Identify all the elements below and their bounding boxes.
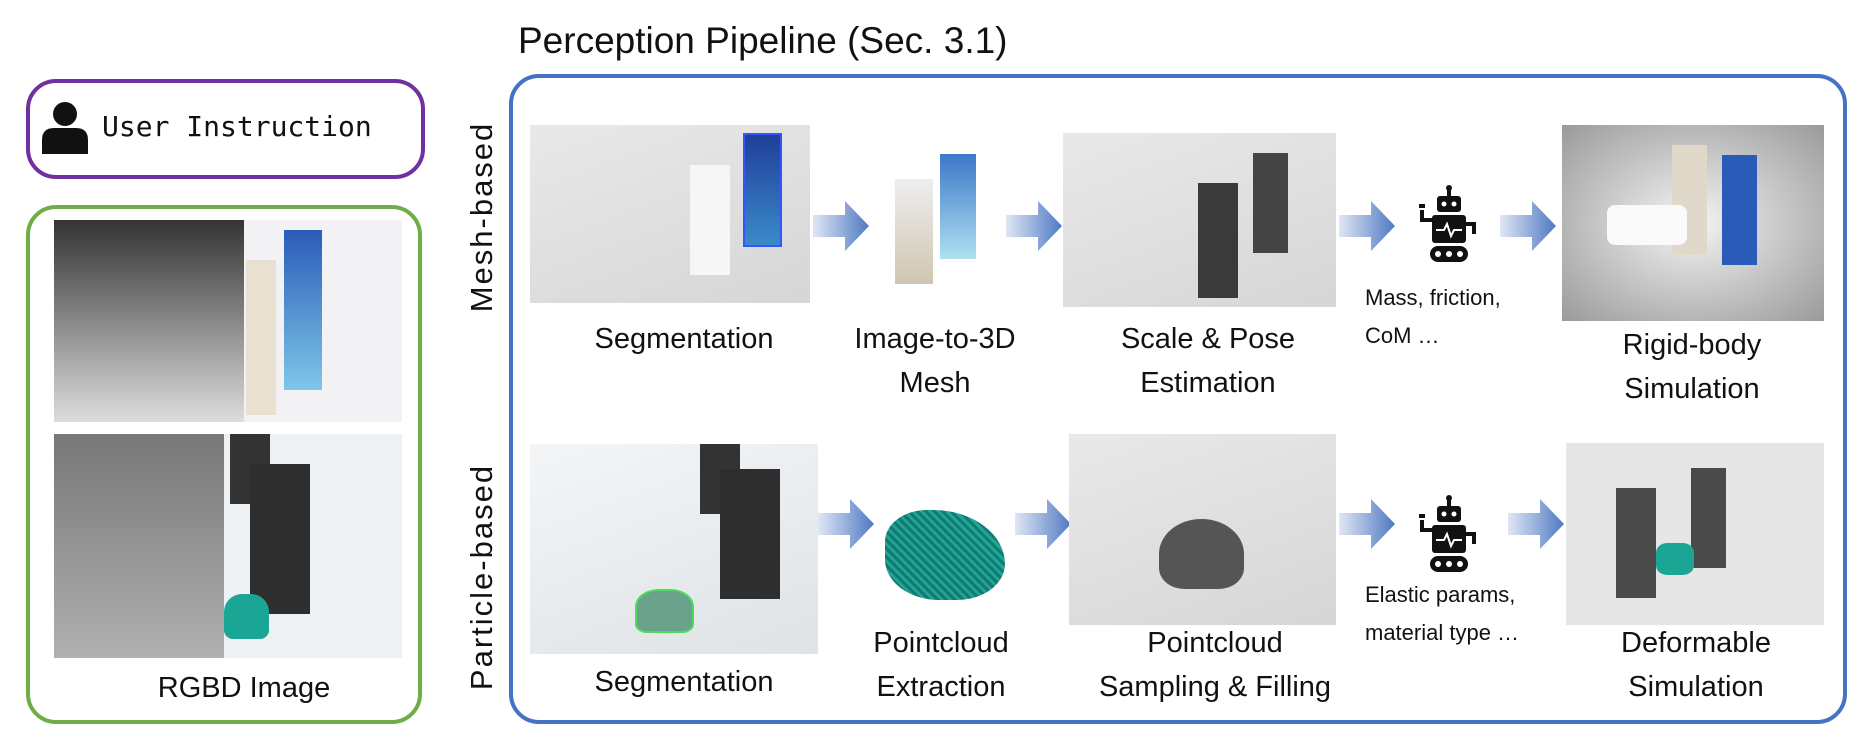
rgbd-label: RGBD Image [157,672,331,704]
carton-mesh [895,179,933,284]
carton [743,133,782,247]
user-instruction-box [26,79,425,179]
block [1616,488,1656,598]
block [250,464,310,614]
user-instruction-label: User Instruction [102,110,372,143]
particle-segmentation-label: Segmentation [594,666,774,698]
row-label-mesh: Mesh-based [464,121,499,313]
label-line: Mass, friction, [1365,285,1501,310]
pointcloud [885,510,1005,600]
mesh-image-to-3d [880,149,1000,292]
mesh-params-label: Mass, friction, CoM … [1365,279,1501,355]
label-line: Simulation [1628,671,1764,703]
pipeline-box [509,74,1847,724]
arrow-icon [813,201,869,251]
image-to-3d-label: Image-to-3D Mesh [854,317,1015,405]
carton [246,260,276,415]
label-line: CoM … [1365,323,1440,348]
label-line: Image-to-3D [854,323,1016,355]
carton [690,165,730,275]
rgbd-image-mesh [54,220,402,422]
arrow-icon [1508,499,1564,549]
rgbd-box [26,205,422,724]
label-line: Mesh [899,367,971,399]
arrow-icon [1500,201,1556,251]
mesh-segmentation-label: Segmentation [594,323,774,355]
block [720,469,780,599]
label-line: Estimation [1140,367,1276,399]
label-line: Deformable [1621,627,1771,659]
label-line: Rigid-body [1622,329,1762,361]
arrow-icon [1015,499,1071,549]
label-line: Simulation [1624,373,1760,405]
label-line: Elastic params, [1365,582,1516,607]
label-line: Extraction [876,671,1006,703]
carton-mesh [1253,153,1288,253]
pointcloud-extraction-image [880,500,1012,608]
mesh-segmentation-image [530,125,810,303]
label-line: Scale & Pose [1120,323,1296,355]
arrow-icon [1339,201,1395,251]
particle-params-label: Elastic params, material type … [1365,576,1519,652]
dough [224,594,269,639]
rgbd-image-particle [54,434,402,658]
pointcloud-sampling-image [1069,434,1336,625]
robot-gripper [1607,205,1687,245]
carton [284,230,322,390]
label-line: Pointcloud [873,627,1009,659]
carton-mesh [1198,183,1238,298]
label-line: Sampling & Filling [1098,671,1332,703]
mesh-scale-pose-image [1063,133,1336,307]
pointcloud [1159,519,1244,589]
rigid-body-sim-image [1562,125,1824,321]
user-icon [42,102,88,154]
carton-mesh [940,154,976,259]
dough-particles [1656,543,1694,575]
dough-mask [635,589,694,633]
robot-icon [1416,184,1482,268]
depth-map [54,220,244,422]
robot-icon [1416,494,1482,578]
deformable-sim-image [1566,443,1824,625]
row-label-particle: Particle-based [464,463,499,691]
label-line: Pointcloud [1147,627,1283,659]
depth-map [54,434,224,658]
particle-segmentation-image [530,444,818,654]
arrow-icon [818,499,874,549]
carton [1722,155,1757,265]
label-line: material type … [1365,620,1520,645]
arrow-icon [1339,499,1395,549]
block [1691,468,1726,568]
pipeline-title: Perception Pipeline (Sec. 3.1) [518,20,1008,61]
arrow-icon [1006,201,1062,251]
